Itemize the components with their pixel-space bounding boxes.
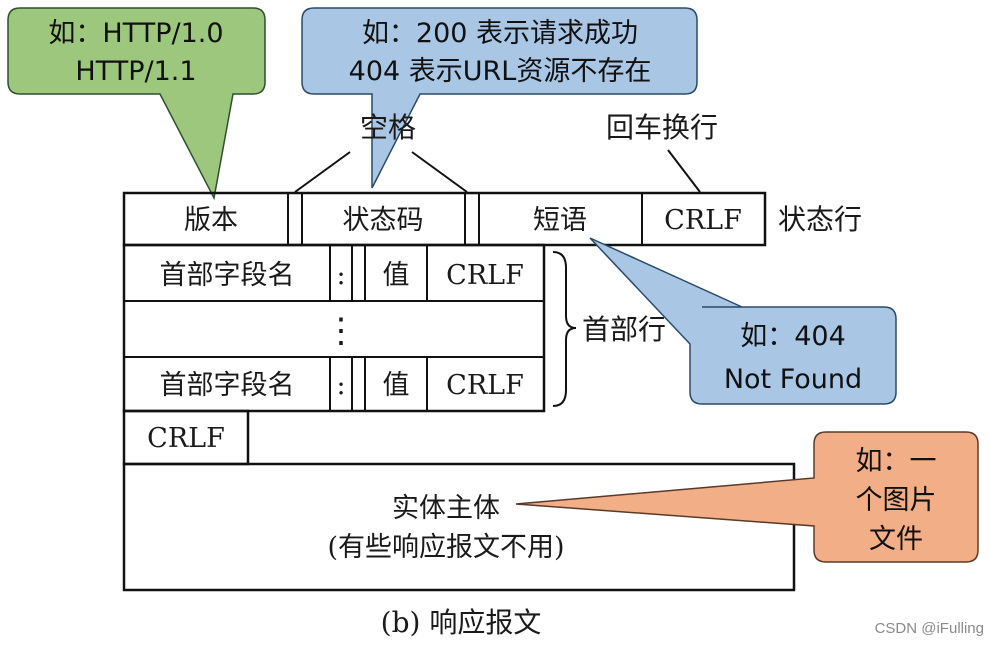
header-ellipsis: ⋮ <box>324 311 358 351</box>
header-row-last: 首部字段名 : 值 CRLF <box>160 370 524 401</box>
status-line-row: 版本 状态码 短语 CRLF <box>122 191 767 247</box>
blank-line-row: CRLF <box>122 409 250 466</box>
header-field-name: 首部字段名 <box>160 260 295 291</box>
callout-phrase-line-2: Not Found <box>724 364 862 395</box>
header-value: 值 <box>383 260 410 291</box>
blank-line-crlf: CRLF <box>147 423 225 454</box>
callout-version-line-2: HTTP/1.1 <box>75 56 196 87</box>
label-header-lines: 首部行 <box>582 313 666 346</box>
callout-phrase-shape <box>589 237 897 405</box>
header-field-name: 首部字段名 <box>160 370 295 401</box>
callout-version-line-1: 如：HTTP/1.0 <box>48 18 223 49</box>
header-lines-block: 首部字段名 : 值 CRLF ⋮ 首部字段名 : 值 CRLF <box>122 243 546 413</box>
callout-status-code: 如：200 表示请求成功 404 表示URL资源不存在 <box>301 7 698 189</box>
header-crlf: CRLF <box>446 260 524 291</box>
status-line-crlf: CRLF <box>664 205 742 236</box>
callout-body: 如：一 个图片 文件 <box>515 431 979 563</box>
figure-caption: (b) 响应报文 <box>381 606 542 639</box>
entity-body-note: (有些响应报文不用) <box>327 532 564 563</box>
header-colon: : <box>336 260 345 291</box>
callout-status-code-line-2: 404 表示URL资源不存在 <box>349 56 652 87</box>
header-lines-brace <box>552 251 577 407</box>
label-space: 空格 <box>360 111 416 144</box>
status-line-status-code: 状态码 <box>343 205 424 236</box>
entity-body-box: 实体主体 (有些响应报文不用) <box>122 462 796 592</box>
callout-body-line-2: 个图片 <box>856 485 937 516</box>
callout-status-code-line-1: 如：200 表示请求成功 <box>362 18 638 49</box>
label-crlf-top: 回车换行 <box>606 111 718 144</box>
callout-body-shape <box>515 431 979 563</box>
callout-phrase: 如：404 Not Found <box>589 237 897 405</box>
callout-version: 如：HTTP/1.0 HTTP/1.1 <box>7 7 266 201</box>
callout-status-code-shape <box>301 7 698 189</box>
status-line-phrase: 短语 <box>533 205 587 236</box>
header-value: 值 <box>383 370 410 401</box>
callout-phrase-line-1: 如：404 <box>740 321 846 352</box>
status-line-version: 版本 <box>184 205 238 236</box>
callout-version-shape <box>7 7 266 201</box>
callout-body-line-1: 如：一 <box>856 446 937 477</box>
callout-body-line-3: 文件 <box>869 524 923 555</box>
label-status-line: 状态行 <box>778 203 862 236</box>
header-row-first: 首部字段名 : 值 CRLF <box>160 260 524 291</box>
header-crlf: CRLF <box>446 370 524 401</box>
entity-body-title: 实体主体 <box>392 493 500 524</box>
watermark: CSDN @iFulling <box>875 620 984 637</box>
label-pointer-lines <box>294 149 701 193</box>
header-colon: : <box>336 370 345 401</box>
